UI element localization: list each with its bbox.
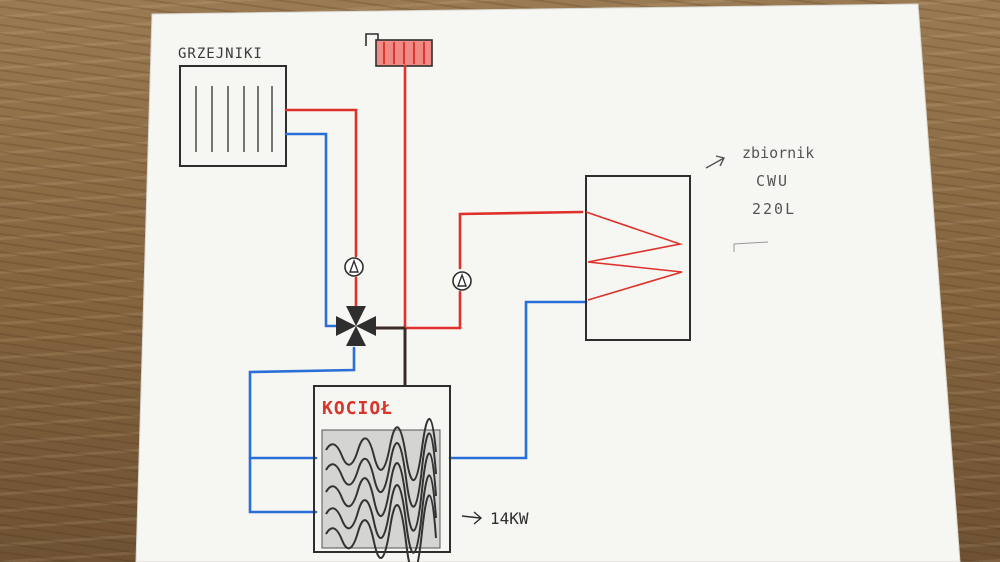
hot-supply-pipes [284, 64, 584, 332]
tank-label-line-3: 220L [752, 200, 796, 218]
circulation-pump-icon [452, 271, 472, 291]
radiator-icon [179, 65, 287, 167]
tank-label-line-1: zbiornik [742, 144, 814, 162]
boiler-icon [313, 385, 451, 562]
pencil-stroke [733, 241, 769, 252]
boiler-flow-pipe [372, 326, 407, 386]
hot-water-tank-icon [585, 175, 691, 341]
arrow-right-icon [461, 511, 483, 525]
expansion-tank-icon [365, 33, 433, 67]
tank-label-line-2: CWU [756, 172, 789, 190]
circulation-pump-icon [344, 257, 364, 277]
radiators-label: GRZEJNIKI [178, 46, 263, 62]
arrow-right-icon [705, 155, 726, 169]
boiler-label: KOCIOŁ [322, 398, 393, 419]
boiler-power-label: 14KW [490, 509, 529, 528]
four-way-mixing-valve-icon [336, 306, 376, 346]
paper-sheet [135, 3, 961, 562]
cold-return-pipes [248, 132, 588, 514]
